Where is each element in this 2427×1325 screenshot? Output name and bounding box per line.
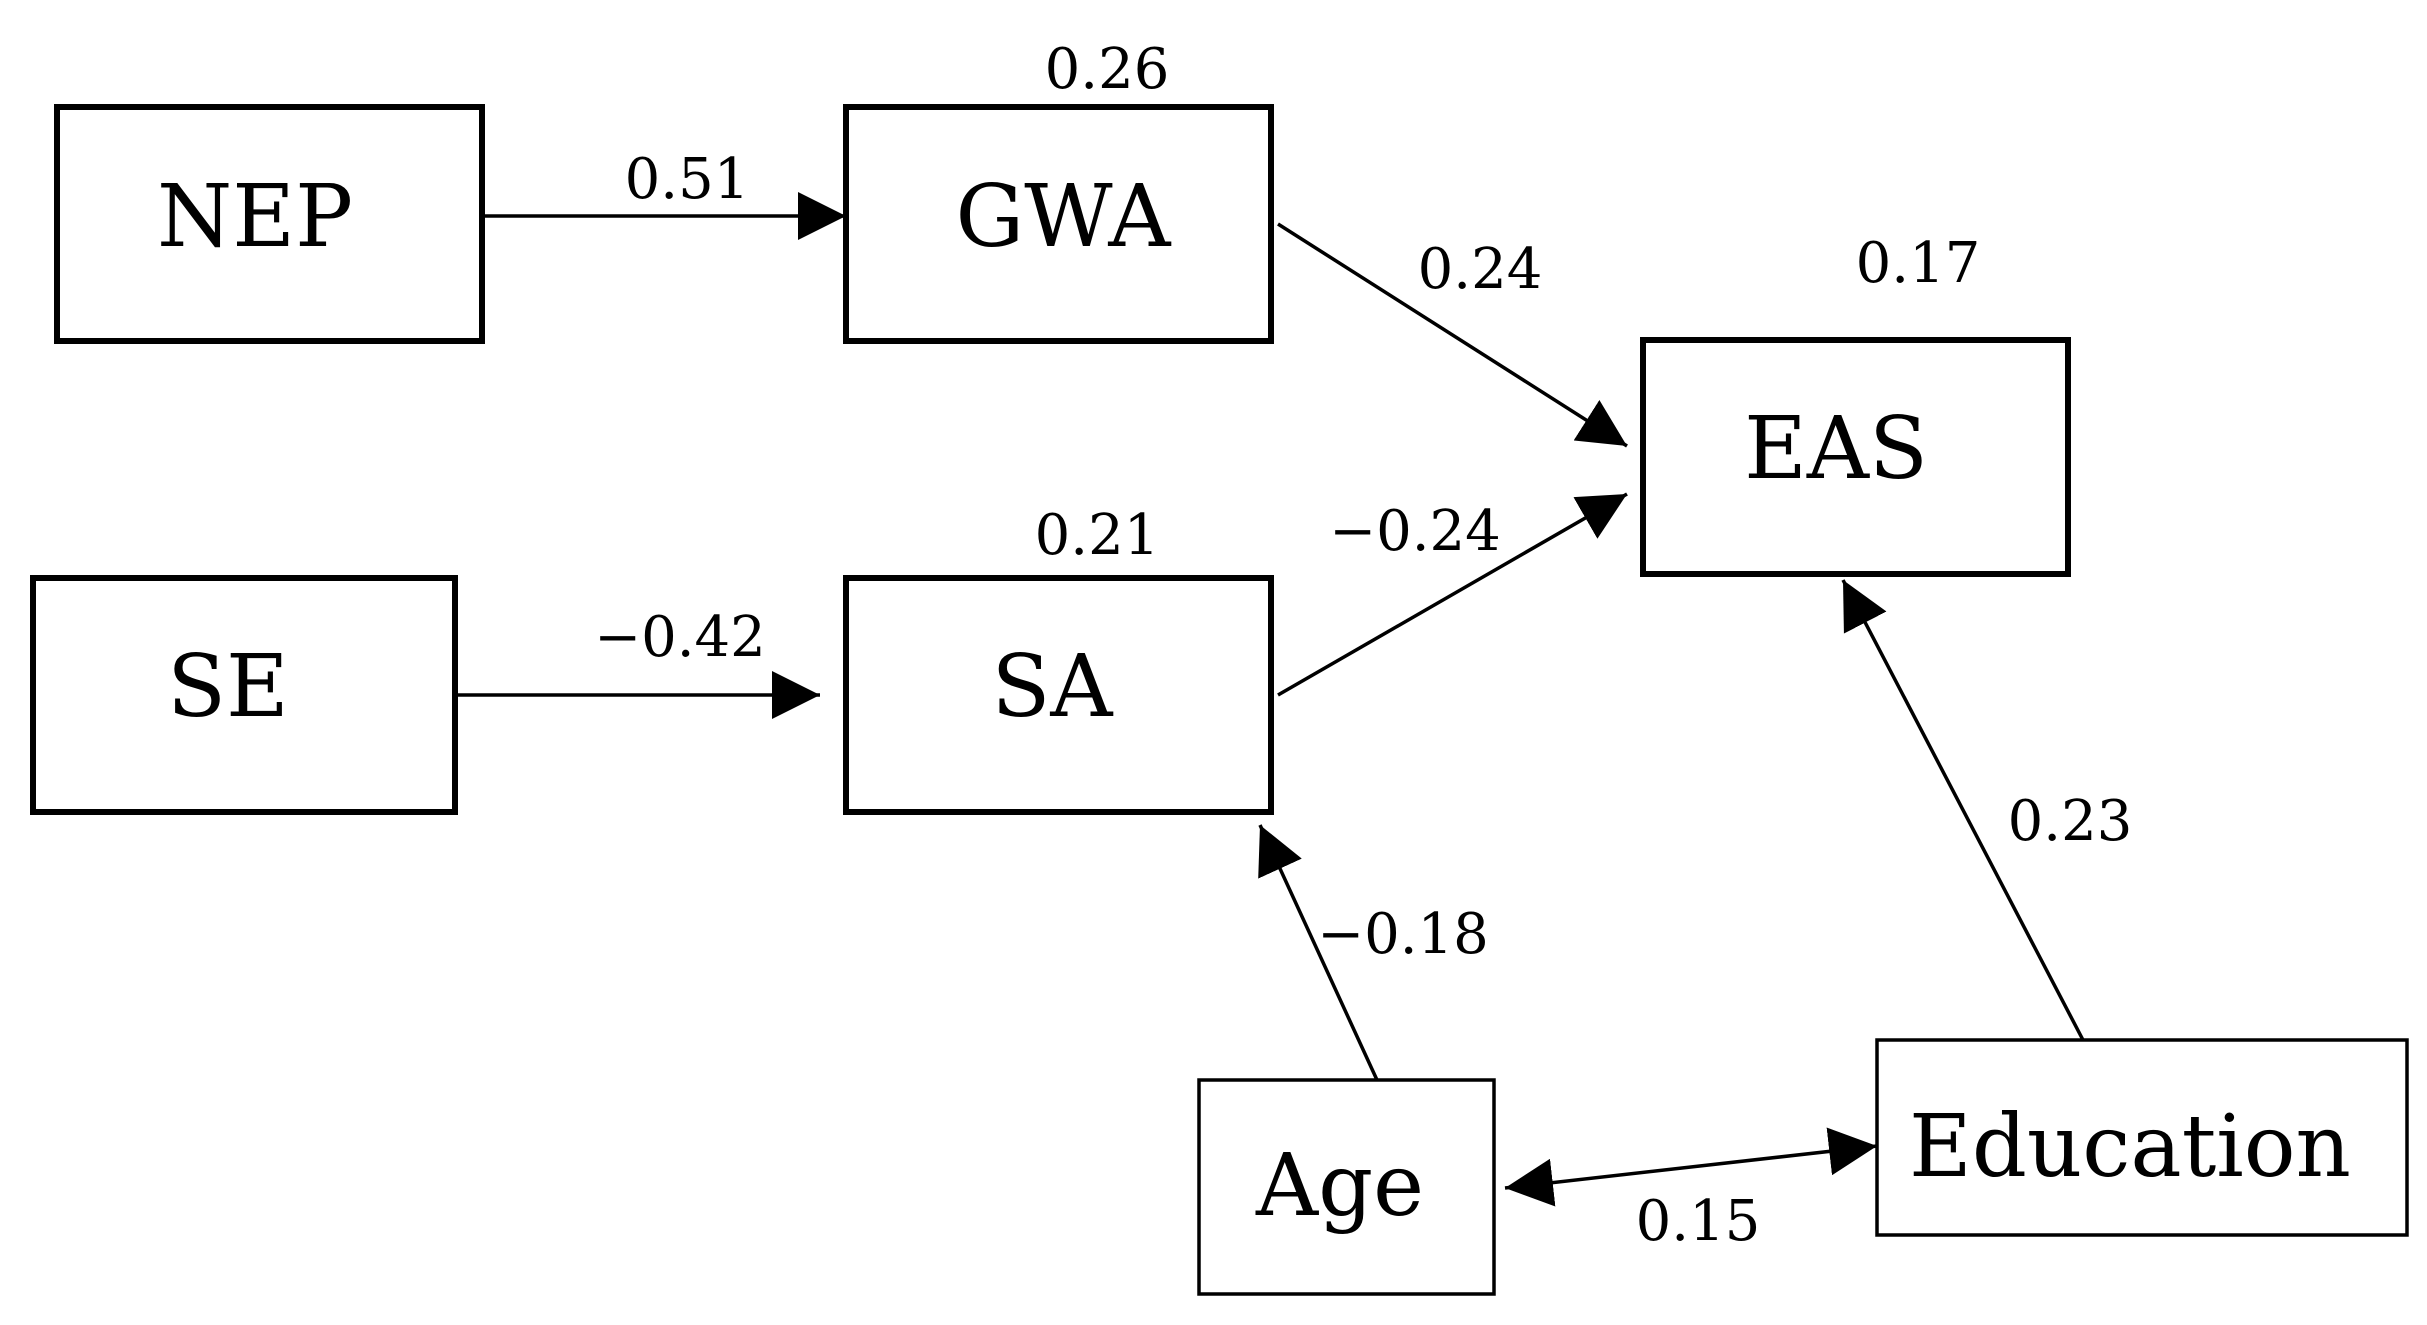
- r2-gwa: 0.26: [1045, 37, 1170, 102]
- r2-sa: 0.21: [1035, 503, 1160, 568]
- node-education: Education: [1875, 1038, 2409, 1237]
- node-se: SE: [30, 575, 458, 815]
- node-sa: SA: [843, 575, 1274, 815]
- node-sa-label: SA: [991, 637, 1113, 737]
- node-eas-label: EAS: [1744, 399, 1928, 499]
- edge-age-education: [1504, 1127, 1878, 1207]
- node-nep-label: NEP: [157, 167, 353, 267]
- node-gwa-label: GWA: [956, 167, 1172, 267]
- node-age-label: Age: [1255, 1136, 1424, 1236]
- coef-nep-gwa: 0.51: [625, 147, 750, 212]
- node-nep: NEP: [54, 104, 485, 344]
- coef-age-sa: −0.18: [1317, 902, 1489, 967]
- edge-age-sa: [1258, 824, 1379, 1081]
- node-education-label: Education: [1909, 1097, 2351, 1197]
- coef-age-education: 0.15: [1636, 1189, 1761, 1254]
- coef-gwa-eas: 0.24: [1418, 237, 1543, 302]
- node-gwa: GWA: [843, 104, 1274, 344]
- coef-se-sa: −0.42: [594, 605, 766, 670]
- edge-education-eas: [1841, 579, 2085, 1041]
- node-age: Age: [1197, 1078, 1496, 1296]
- coef-sa-eas: −0.24: [1329, 499, 1501, 564]
- edge-sa-eas: [1277, 492, 1628, 697]
- edge-gwa-eas: [1277, 222, 1628, 448]
- node-eas: EAS: [1640, 337, 2071, 577]
- r2-eas: 0.17: [1856, 231, 1981, 296]
- coef-education-eas: 0.23: [2008, 789, 2133, 854]
- node-se-label: SE: [167, 637, 289, 737]
